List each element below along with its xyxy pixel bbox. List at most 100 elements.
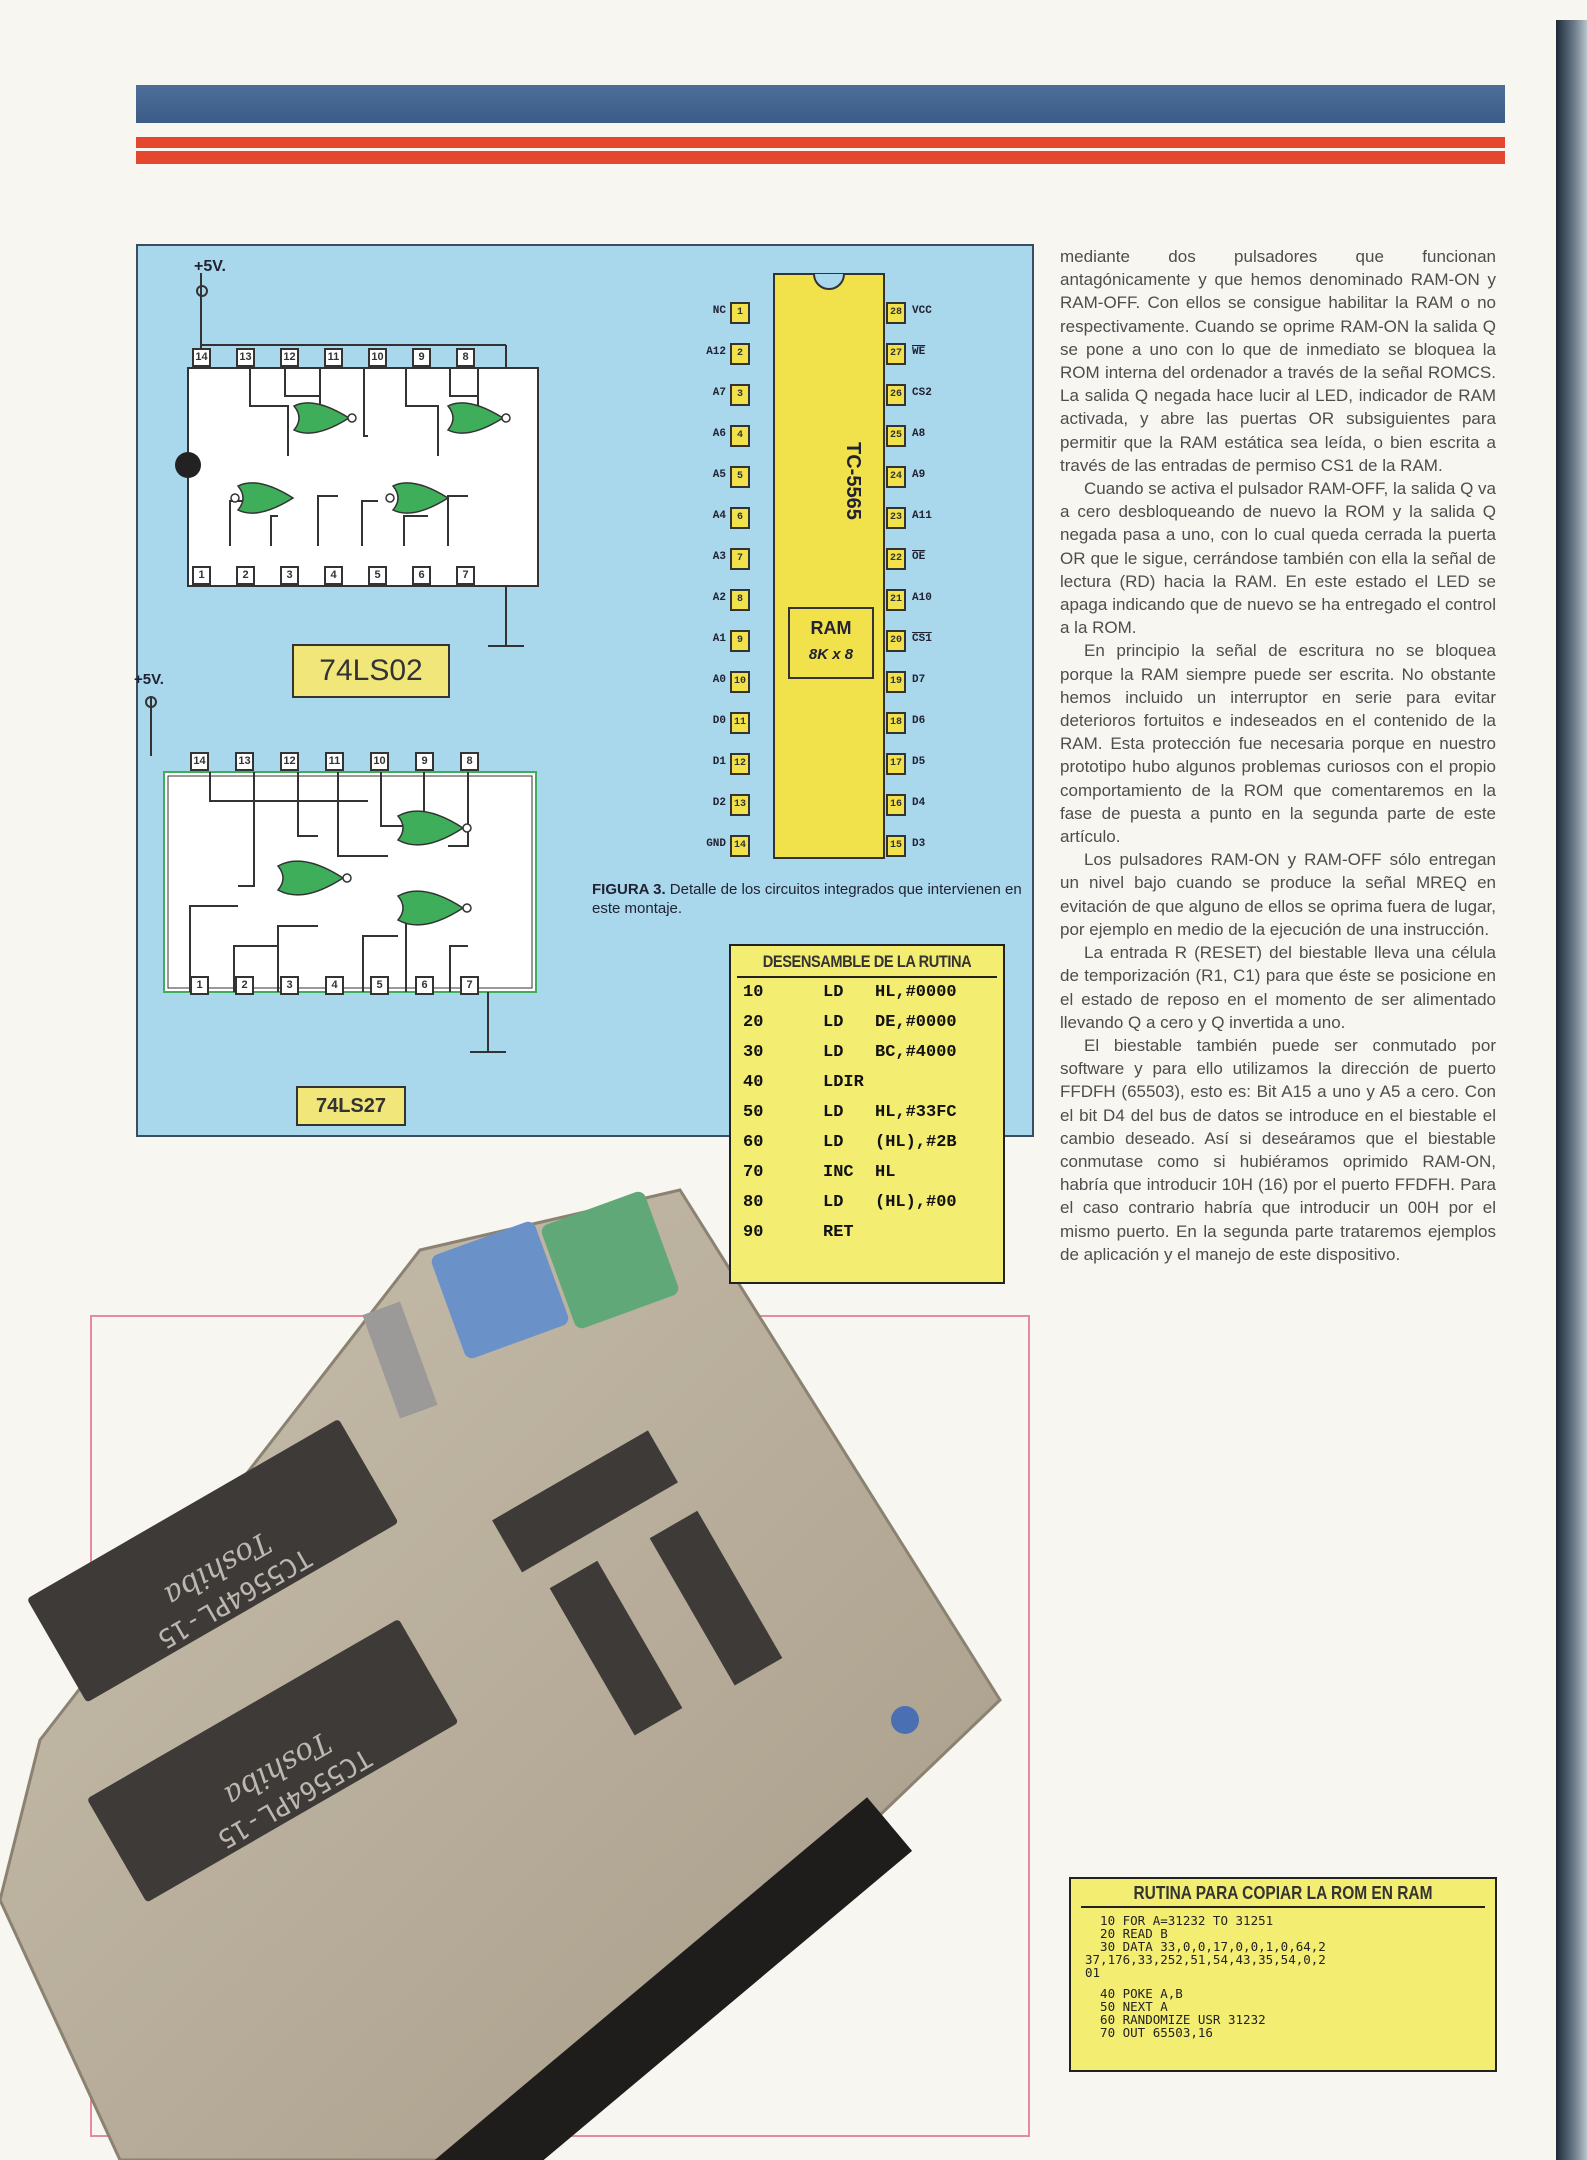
disassembly-op: LD [823,1043,844,1062]
disassembly-line: 50 [743,1103,764,1122]
ram-pin-name: A12 [706,346,726,358]
disassembly-arg: HL,#0000 [875,983,957,1002]
routine-line: 70 OUT 65503,16 [1085,2025,1213,2040]
disassembly-op: LDIR [823,1073,864,1092]
ram-pin-number: 9 [730,630,750,652]
ram-pin-number: 6 [730,507,750,529]
ram-pin-name: A5 [712,469,726,481]
disassembly-line: 10 [743,983,764,1002]
pin-number: 5 [370,976,389,995]
figure-caption: FIGURA 3. Detalle de los circuitos integ… [592,880,1034,918]
pin-number: 11 [325,752,344,771]
pin-number: 14 [190,752,209,771]
chip1-supply-label: +5V. [194,258,226,275]
disassembly-op: INC [823,1163,854,1182]
pin-number: 7 [456,566,475,585]
disassembly-arg: (HL),#2B [875,1133,957,1152]
ram-pin-name: A6 [712,428,726,440]
disassembly-op: LD [823,1013,844,1032]
pin-number: 11 [324,348,343,367]
disassembly-line: 40 [743,1073,764,1092]
ram-pin-name: CS2 [912,387,932,399]
article-paragraph: mediante dos pulsadores que funcionan an… [1060,247,1496,475]
ram-pin-name: D3 [912,838,926,850]
disassembly-op: LD [823,1193,844,1212]
pin-number: 1 [192,566,211,585]
pin-number: 9 [415,752,434,771]
pin-number: 1 [190,976,209,995]
pin-number: 6 [415,976,434,995]
disassembly-line: 70 [743,1163,764,1182]
ram-pin-number: 20 [886,630,906,652]
pin-number: 4 [325,976,344,995]
ram-pin-name: A3 [712,551,726,563]
article-paragraph: Los pulsadores RAM-ON y RAM-OFF sólo ent… [1060,850,1496,939]
ram-pin-number: 13 [730,794,750,816]
article-paragraph: Cuando se activa el pulsador RAM-OFF, la… [1060,479,1496,638]
ram-part-label: TC-5565 [842,442,864,520]
chip2-supply-label: +5V. [134,671,164,688]
disassembly-rule [737,976,997,978]
pin-number: 14 [192,348,211,367]
disassembly-line: 20 [743,1013,764,1032]
ram-pin-number: 2 [730,343,750,365]
ram-on-button [431,1221,569,1359]
ram-pin-name: D1 [712,756,726,768]
routine-title: RUTINA PARA COPIAR LA ROM EN RAM [1133,1883,1433,1903]
routine-line: 10 FOR A=31232 TO 31251 [1085,1913,1274,1928]
ram-pin-name: A4 [712,510,726,522]
disassembly-op: LD [823,983,844,1002]
disassembly-row: 40 LDIR [731,1068,1003,1098]
ram-pin-number: 12 [730,753,750,775]
ram-pin-number: 21 [886,589,906,611]
ram-pin-name: CS1 [912,633,932,645]
pin-number: 2 [236,566,255,585]
disassembly-line: 90 [743,1223,764,1242]
routine-line: 20 READ B [1085,1926,1168,1941]
ram-pin-number: 19 [886,671,906,693]
disassembly-title: DESENSAMBLE DE LA RUTINA [762,952,972,971]
chip2-name-label: 74LS27 [296,1086,406,1126]
routine-line: 50 NEXT A [1085,1999,1168,2014]
routine-listing: RUTINA PARA COPIAR LA ROM EN RAM 10 FOR … [1069,1877,1497,2072]
ram-pin-number: 14 [730,835,750,857]
disassembly-arg: HL [875,1163,896,1182]
ram-pin-number: 25 [886,425,906,447]
ram-pin-number: 15 [886,835,906,857]
pin-number: 10 [368,348,387,367]
figure-caption-label: FIGURA 3. [592,881,666,898]
ram-pin-name: WE [912,346,926,358]
ram-pin-name: D5 [912,756,926,768]
routine-line: 40 POKE A,B [1085,1986,1183,2001]
article-body: mediante dos pulsadores que funcionan an… [1060,245,1496,1266]
disassembly-arg [875,1218,1003,1248]
routine-code: 10 FOR A=31232 TO 31251 20 READ B 30 DAT… [1071,1908,1495,2039]
disassembly-arg: BC,#4000 [875,1043,957,1062]
header-red-bar [136,137,1505,164]
ram-pin-number: 26 [886,384,906,406]
disassembly-op: LD [823,1133,844,1152]
routine-rule [1081,1906,1485,1908]
ram-pin-number: 23 [886,507,906,529]
ram-pin-number: 24 [886,466,906,488]
ram-pin-name: A1 [712,633,726,645]
pin-number: 4 [324,566,343,585]
pin-number: 12 [280,752,299,771]
header-blue-bar [136,85,1505,123]
chip1-name-label: 74LS02 [292,644,450,698]
pin-number: 8 [460,752,479,771]
ram-pin-name: D4 [912,797,926,809]
ram-pin-name: D2 [712,797,726,809]
pin-number: 3 [280,976,299,995]
disassembly-row: 10 LD HL,#0000 [731,978,1003,1008]
disassembly-row: 20 LD DE,#0000 [731,1008,1003,1038]
disassembly-arg: DE,#0000 [875,1013,957,1032]
circuit-drawing [145,273,885,1053]
ram-pin-number: 18 [886,712,906,734]
pin-number: 10 [370,752,389,771]
